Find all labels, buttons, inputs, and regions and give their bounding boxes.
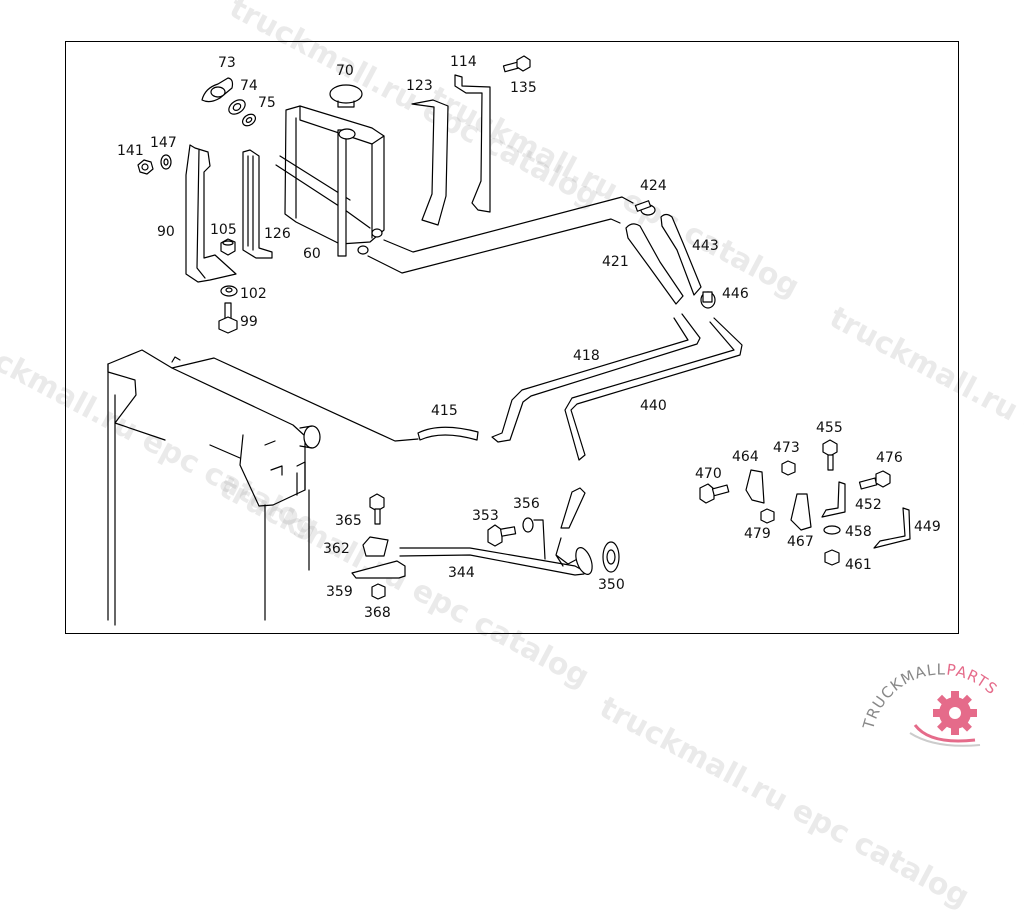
tank-strap[interactable] <box>411 99 449 226</box>
diagram-frame <box>65 41 959 634</box>
part-label-467[interactable]: 467 <box>787 534 814 550</box>
part-label-75[interactable]: 75 <box>258 95 276 111</box>
expansion-tank[interactable] <box>275 105 385 257</box>
part-label-114[interactable]: 114 <box>450 54 477 70</box>
bolt[interactable] <box>502 55 531 73</box>
part-label-141[interactable]: 141 <box>117 143 144 159</box>
pipe[interactable] <box>491 313 701 443</box>
part-label-418[interactable]: 418 <box>573 348 600 364</box>
part-label-90[interactable]: 90 <box>157 224 175 240</box>
part-label-356[interactable]: 356 <box>513 496 540 512</box>
part-label-449[interactable]: 449 <box>914 519 941 535</box>
part-label-470[interactable]: 470 <box>695 466 722 482</box>
bolt[interactable] <box>822 439 838 471</box>
nut[interactable] <box>137 159 154 175</box>
part-label-135[interactable]: 135 <box>510 80 537 96</box>
bracket[interactable] <box>185 144 237 283</box>
part-label-461[interactable]: 461 <box>845 557 872 573</box>
part-label-476[interactable]: 476 <box>876 450 903 466</box>
spring-washer[interactable] <box>522 517 546 560</box>
bolt[interactable] <box>858 470 891 490</box>
vent-pipe <box>367 196 634 274</box>
hose-clamp[interactable] <box>700 291 716 309</box>
clip[interactable] <box>745 469 765 504</box>
part-label-102[interactable]: 102 <box>240 286 267 302</box>
pipe[interactable] <box>564 317 743 461</box>
nut[interactable] <box>760 508 775 524</box>
nut[interactable] <box>824 549 840 566</box>
gasket[interactable] <box>240 112 257 128</box>
hose-clamp[interactable] <box>634 200 656 216</box>
washer[interactable] <box>823 525 841 535</box>
bracket[interactable] <box>351 560 406 579</box>
part-label-105[interactable]: 105 <box>210 222 237 238</box>
bolt[interactable] <box>699 483 730 504</box>
part-label-421[interactable]: 421 <box>602 254 629 270</box>
part-label-368[interactable]: 368 <box>364 605 391 621</box>
part-label-362[interactable]: 362 <box>323 541 350 557</box>
bolt[interactable] <box>369 493 385 525</box>
bolt[interactable] <box>487 524 517 547</box>
bolt[interactable] <box>218 302 238 334</box>
gasket[interactable] <box>602 541 620 573</box>
part-label-60[interactable]: 60 <box>303 246 321 262</box>
rubber-pad[interactable] <box>242 149 273 259</box>
part-label-479[interactable]: 479 <box>744 526 771 542</box>
part-label-446[interactable]: 446 <box>722 286 749 302</box>
gear-icon <box>933 691 977 735</box>
clip[interactable] <box>790 493 812 531</box>
part-label-365[interactable]: 365 <box>335 513 362 529</box>
hose[interactable] <box>625 223 684 305</box>
part-label-73[interactable]: 73 <box>218 55 236 71</box>
part-label-440[interactable]: 440 <box>640 398 667 414</box>
part-label-353[interactable]: 353 <box>472 508 499 524</box>
part-label-359[interactable]: 359 <box>326 584 353 600</box>
part-label-415[interactable]: 415 <box>431 403 458 419</box>
part-label-350[interactable]: 350 <box>598 577 625 593</box>
nut[interactable] <box>371 583 386 600</box>
part-label-74[interactable]: 74 <box>240 78 258 94</box>
bracket[interactable] <box>873 507 911 549</box>
seal-ring[interactable] <box>226 97 248 117</box>
hose[interactable] <box>417 426 479 441</box>
part-label-123[interactable]: 123 <box>406 78 433 94</box>
truckmallparts-logo: TRUCKMALLPARTS <box>859 660 1001 747</box>
part-label-147[interactable]: 147 <box>150 135 177 151</box>
hose[interactable] <box>660 213 702 296</box>
part-label-458[interactable]: 458 <box>845 524 872 540</box>
tank-strap-with-tab[interactable] <box>454 74 491 213</box>
radiator[interactable] <box>107 349 419 626</box>
nut[interactable] <box>220 238 236 256</box>
hose[interactable] <box>560 487 586 529</box>
logo-text: TRUCKMALLPARTS <box>859 660 1001 732</box>
pipe-flange[interactable] <box>555 537 595 577</box>
washer[interactable] <box>220 285 238 297</box>
cap-wing[interactable] <box>201 77 234 103</box>
filler-cap[interactable] <box>329 84 363 108</box>
part-label-473[interactable]: 473 <box>773 440 800 456</box>
nut[interactable] <box>781 460 796 476</box>
part-label-70[interactable]: 70 <box>336 63 354 79</box>
part-label-424[interactable]: 424 <box>640 178 667 194</box>
part-label-464[interactable]: 464 <box>732 449 759 465</box>
part-label-99[interactable]: 99 <box>240 314 258 330</box>
bracket[interactable] <box>821 481 846 518</box>
washer[interactable] <box>160 154 172 170</box>
part-label-455[interactable]: 455 <box>816 420 843 436</box>
part-label-452[interactable]: 452 <box>855 497 882 513</box>
clip[interactable] <box>362 536 389 557</box>
part-label-443[interactable]: 443 <box>692 238 719 254</box>
part-label-344[interactable]: 344 <box>448 565 475 581</box>
part-label-126[interactable]: 126 <box>264 226 291 242</box>
